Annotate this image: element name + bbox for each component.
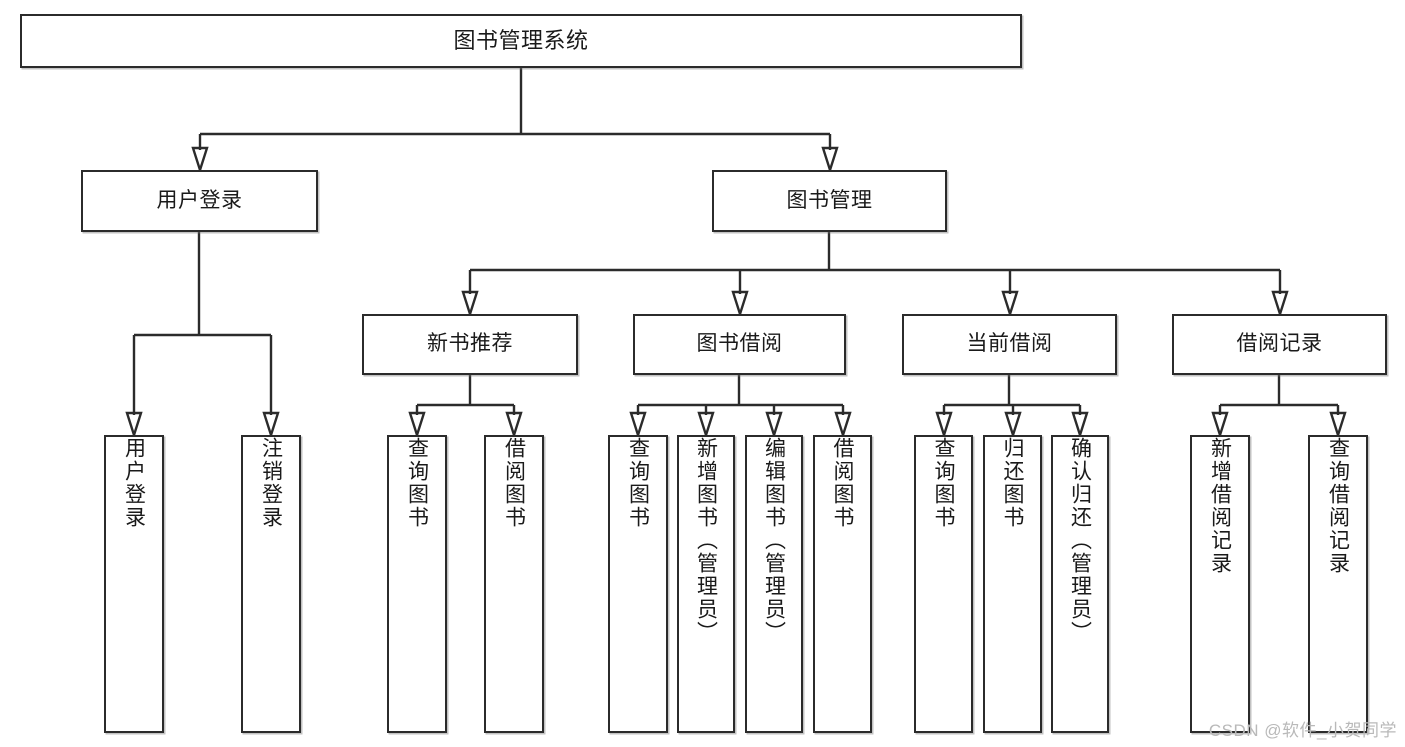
arrow-head-c-book-manage-1 [731, 290, 749, 318]
node-label-user-login: 用户登录 [156, 188, 243, 212]
node-leaf-edit-book[interactable]: 编辑图书（管理员） [745, 435, 803, 733]
arrow-head-c-book-manage-2 [1001, 290, 1019, 318]
arrow-head-c-user-login-1 [262, 411, 280, 439]
node-label-current-borrow: 当前借阅 [966, 332, 1053, 356]
arrow-head-c-book-borrow-3 [834, 411, 852, 439]
node-label-book-borrow: 图书借阅 [696, 332, 783, 356]
node-leaf-borrow-book-2[interactable]: 借阅图书 [813, 435, 872, 733]
arrow-head-c-cur-borrow-0 [935, 411, 953, 439]
node-book-borrow[interactable]: 图书借阅 [633, 314, 846, 375]
node-label-leaf-add-book: 新增图书（管理员） [694, 437, 718, 644]
arrow-head-c-root-0 [191, 146, 209, 174]
arrow-head-c-book-manage-0 [461, 290, 479, 318]
node-leaf-query-book-3[interactable]: 查询图书 [914, 435, 973, 733]
node-label-leaf-add-record: 新增借阅记录 [1208, 437, 1232, 575]
node-leaf-add-book[interactable]: 新增图书（管理员） [677, 435, 735, 733]
arrow-head-c-cur-borrow-1 [1004, 411, 1022, 439]
arrow-head-c-new-book-0 [408, 411, 426, 439]
arrow-head-c-root-1 [821, 146, 839, 174]
arrow-head-c-bor-record-1 [1329, 411, 1347, 439]
node-leaf-confirm-return[interactable]: 确认归还（管理员） [1051, 435, 1109, 733]
node-new-book-rec[interactable]: 新书推荐 [362, 314, 578, 375]
node-label-leaf-borrow-book-2: 借阅图书 [831, 437, 854, 529]
watermark: CSDN @软件_小贺同学 [1208, 721, 1397, 740]
node-label-leaf-return-book: 归还图书 [1001, 437, 1024, 529]
arrow-head-c-book-borrow-0 [629, 411, 647, 439]
node-leaf-return-book[interactable]: 归还图书 [983, 435, 1042, 733]
node-leaf-user-login[interactable]: 用户登录 [104, 435, 164, 733]
arrow-head-c-user-login-0 [125, 411, 143, 439]
node-root[interactable]: 图书管理系统 [20, 14, 1022, 68]
arrow-head-c-book-manage-3 [1271, 290, 1289, 318]
node-leaf-add-record[interactable]: 新增借阅记录 [1190, 435, 1250, 733]
node-label-leaf-edit-book: 编辑图书（管理员） [762, 437, 786, 644]
arrow-head-c-bor-record-0 [1211, 411, 1229, 439]
node-label-book-manage: 图书管理 [786, 188, 873, 212]
node-label-leaf-query-book-1: 查询图书 [405, 437, 429, 529]
node-leaf-query-book-1[interactable]: 查询图书 [387, 435, 447, 733]
node-label-leaf-confirm-return: 确认归还（管理员） [1068, 437, 1092, 644]
arrow-head-c-book-borrow-2 [765, 411, 783, 439]
node-current-borrow[interactable]: 当前借阅 [902, 314, 1117, 375]
node-label-leaf-query-book-3: 查询图书 [932, 437, 955, 529]
node-label-borrow-record: 借阅记录 [1236, 332, 1323, 356]
node-label-new-book-rec: 新书推荐 [427, 332, 513, 356]
node-label-leaf-user-logout: 注销登录 [259, 437, 283, 529]
arrow-head-c-new-book-1 [505, 411, 523, 439]
node-leaf-borrow-book-1[interactable]: 借阅图书 [484, 435, 544, 733]
node-label-leaf-query-book-2: 查询图书 [626, 437, 650, 529]
node-label-leaf-borrow-book-1: 借阅图书 [502, 437, 526, 529]
node-user-login[interactable]: 用户登录 [81, 170, 318, 232]
node-book-manage[interactable]: 图书管理 [712, 170, 947, 232]
node-label-root: 图书管理系统 [453, 28, 589, 54]
arrow-head-c-book-borrow-1 [697, 411, 715, 439]
arrow-head-c-cur-borrow-2 [1071, 411, 1089, 439]
node-borrow-record[interactable]: 借阅记录 [1172, 314, 1387, 375]
node-leaf-query-book-2[interactable]: 查询图书 [608, 435, 668, 733]
node-leaf-user-logout[interactable]: 注销登录 [241, 435, 301, 733]
node-label-leaf-user-login: 用户登录 [122, 437, 146, 529]
node-label-leaf-query-record: 查询借阅记录 [1326, 437, 1350, 575]
node-leaf-query-record[interactable]: 查询借阅记录 [1308, 435, 1368, 733]
